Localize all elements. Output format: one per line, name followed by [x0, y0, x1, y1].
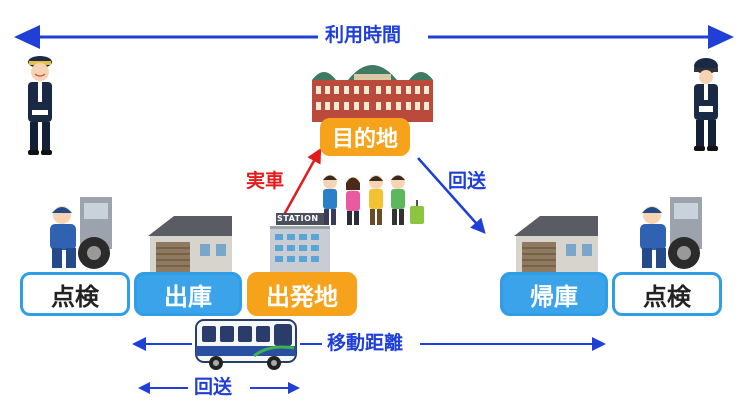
- deadhead-arrow-bottom: [138, 382, 300, 394]
- destination-box: 目的地: [320, 118, 410, 156]
- driver-left-icon: [28, 56, 52, 155]
- travel-distance-label: 移動距離: [327, 332, 404, 354]
- return-garage-box: 帰庫: [500, 272, 608, 316]
- mechanic-left-icon: [50, 197, 112, 269]
- usage-time-arrow: [14, 25, 734, 49]
- garage-left-icon: [148, 216, 232, 272]
- inspection-box-left: 点検: [20, 272, 130, 316]
- origin-station-icon: [270, 213, 330, 274]
- origin-box: 出発地: [247, 272, 357, 316]
- station-sign: STATION: [277, 214, 319, 223]
- travel-distance-arrow: [132, 337, 606, 351]
- deadhead-arrow-top: [417, 157, 486, 234]
- garage-right-icon: [514, 216, 598, 272]
- mechanic-right-icon: [640, 197, 702, 269]
- deadhead-label-top: 回送: [448, 170, 487, 192]
- passengers-icon: [323, 175, 424, 225]
- deadhead-label-bottom: 回送: [194, 376, 233, 398]
- bus-icon: [195, 319, 297, 370]
- depart-garage-box: 出庫: [134, 272, 242, 316]
- actual-ride-label: 実車: [246, 170, 285, 192]
- destination-building-icon: [312, 65, 433, 122]
- driver-right-icon: [694, 58, 718, 151]
- inspection-box-right: 点検: [612, 272, 722, 316]
- usage-time-label: 利用時間: [325, 24, 402, 46]
- actual-ride-arrow: [278, 147, 322, 223]
